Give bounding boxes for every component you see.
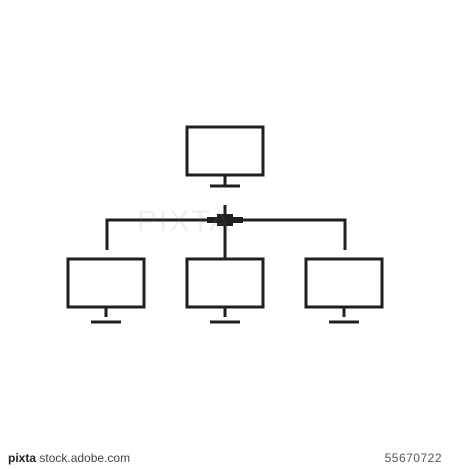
brand-prefix: pixta	[8, 451, 37, 465]
right-monitor-screen	[304, 257, 384, 309]
footer-bar: pixta stock.adobe.com 55670722	[0, 447, 450, 469]
brand-domain: stock.adobe.com	[39, 451, 131, 465]
top-monitor-screen	[185, 125, 265, 177]
brand-label: pixta stock.adobe.com	[8, 451, 130, 465]
hub-connector-icon	[217, 214, 233, 226]
center-monitor-screen	[185, 257, 265, 309]
hub-connector-prong-right	[233, 217, 243, 223]
image-number: 55670722	[384, 451, 442, 465]
hub-connector-prong-left	[207, 217, 217, 223]
left-monitor-screen	[66, 257, 146, 309]
